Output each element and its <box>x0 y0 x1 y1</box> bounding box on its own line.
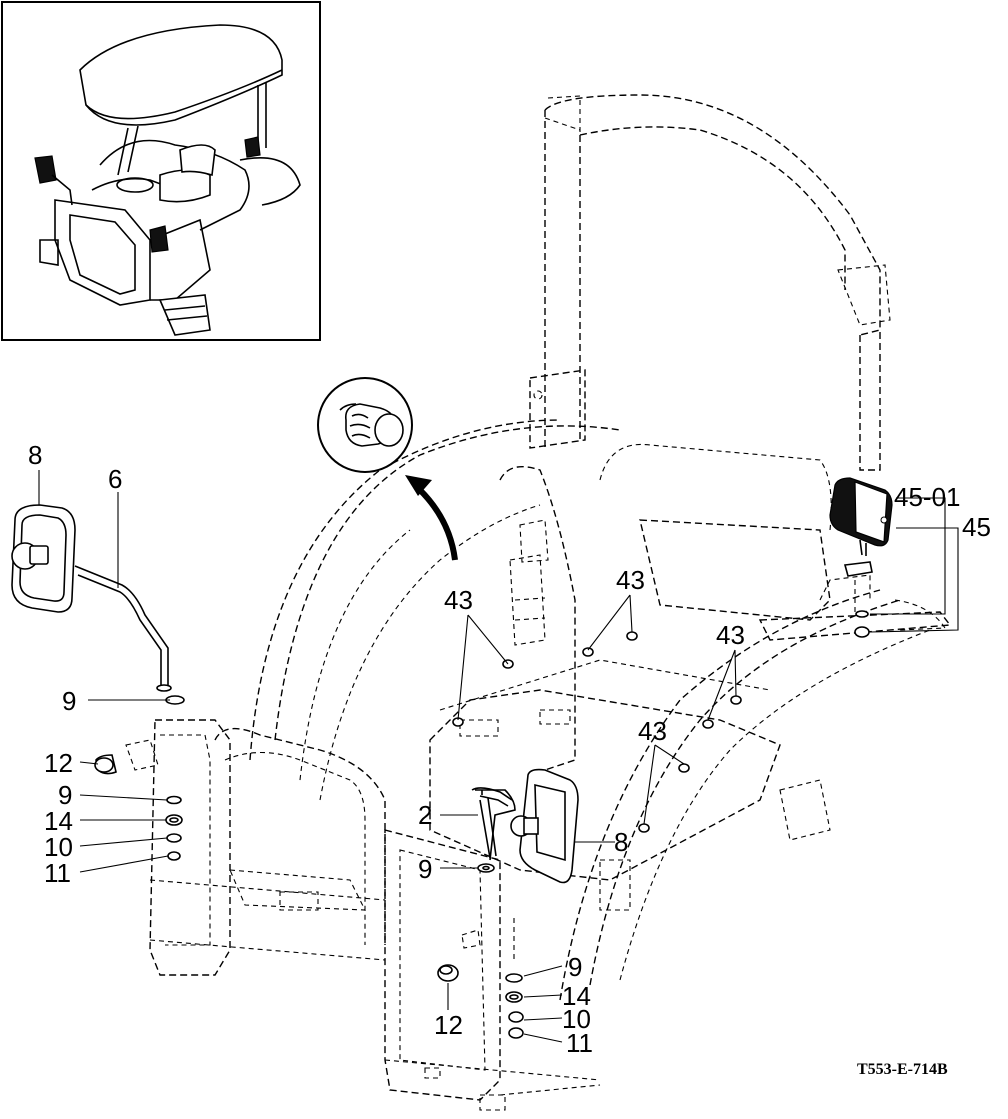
callout-8-left: 8 <box>28 440 42 470</box>
chassis-frame <box>149 419 952 1111</box>
callout-43-d: 43 <box>638 716 667 746</box>
work-light-assembly <box>829 477 946 638</box>
callout-14-left: 14 <box>44 806 73 836</box>
callout-45: 45 <box>962 512 991 542</box>
callout-9-c: 9 <box>418 854 432 884</box>
callout-11-right: 11 <box>566 1028 593 1058</box>
right-mirror-assembly <box>471 768 579 884</box>
callout-43-b: 43 <box>616 565 645 595</box>
callout-12-left: 12 <box>44 748 73 778</box>
callout-8-right: 8 <box>614 827 628 857</box>
callout-9-a: 9 <box>62 686 76 716</box>
callout-43-c: 43 <box>716 620 745 650</box>
callout-43-a: 43 <box>444 585 473 615</box>
left-hardware <box>94 739 183 861</box>
left-mirror-assembly <box>11 504 185 705</box>
callout-2: 2 <box>418 800 432 830</box>
callout-14-right: 14 <box>562 981 591 1011</box>
callout-9-d: 9 <box>568 952 582 982</box>
callout-11-left: 11 <box>44 858 71 888</box>
callout-12-right: 12 <box>434 1010 463 1040</box>
callout-10-left: 10 <box>44 832 73 862</box>
leader-lines <box>38 470 959 1043</box>
overview-inset <box>1 1 321 341</box>
drawing-code: T553-E-714B <box>857 1061 948 1078</box>
right-hardware <box>437 918 524 1039</box>
plug-detail <box>317 377 458 561</box>
callout-9-b: 9 <box>58 780 72 810</box>
plug-bolts <box>452 631 742 833</box>
rops-frame <box>529 94 891 471</box>
callout-45-01: 45-01 <box>894 482 961 512</box>
callout-10-right: 10 <box>562 1004 591 1034</box>
callout-6: 6 <box>108 464 122 494</box>
callout-labels: 8 6 9 12 9 14 10 11 43 43 43 43 45-01 45… <box>28 440 991 1058</box>
